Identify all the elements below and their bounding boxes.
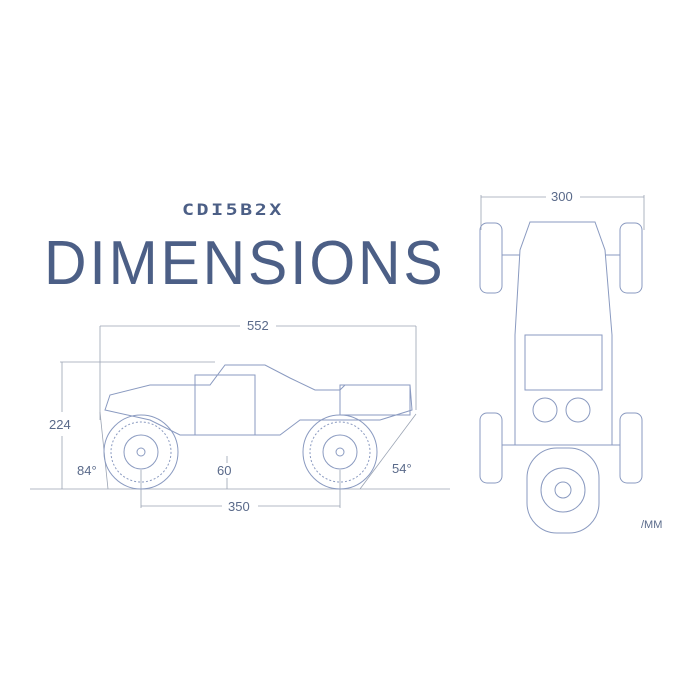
departure-angle-label: 54° <box>392 461 412 476</box>
page-title: DIMENSIONS <box>44 229 446 298</box>
side-view-car <box>103 364 413 490</box>
model-logo: CDI5B2X <box>182 200 284 219</box>
front-wheel <box>103 414 179 490</box>
unit-label: /MM <box>638 519 666 531</box>
width-label: 300 <box>548 189 576 204</box>
height-label: 224 <box>46 417 74 432</box>
approach-angle-label: 84° <box>77 463 97 478</box>
ground-clearance-label: 60 <box>214 463 235 478</box>
wheelbase-label: 350 <box>225 499 253 514</box>
top-view-car <box>479 221 643 534</box>
rear-wheel <box>302 414 378 490</box>
length-label: 552 <box>244 318 272 333</box>
departure-line <box>359 413 417 490</box>
